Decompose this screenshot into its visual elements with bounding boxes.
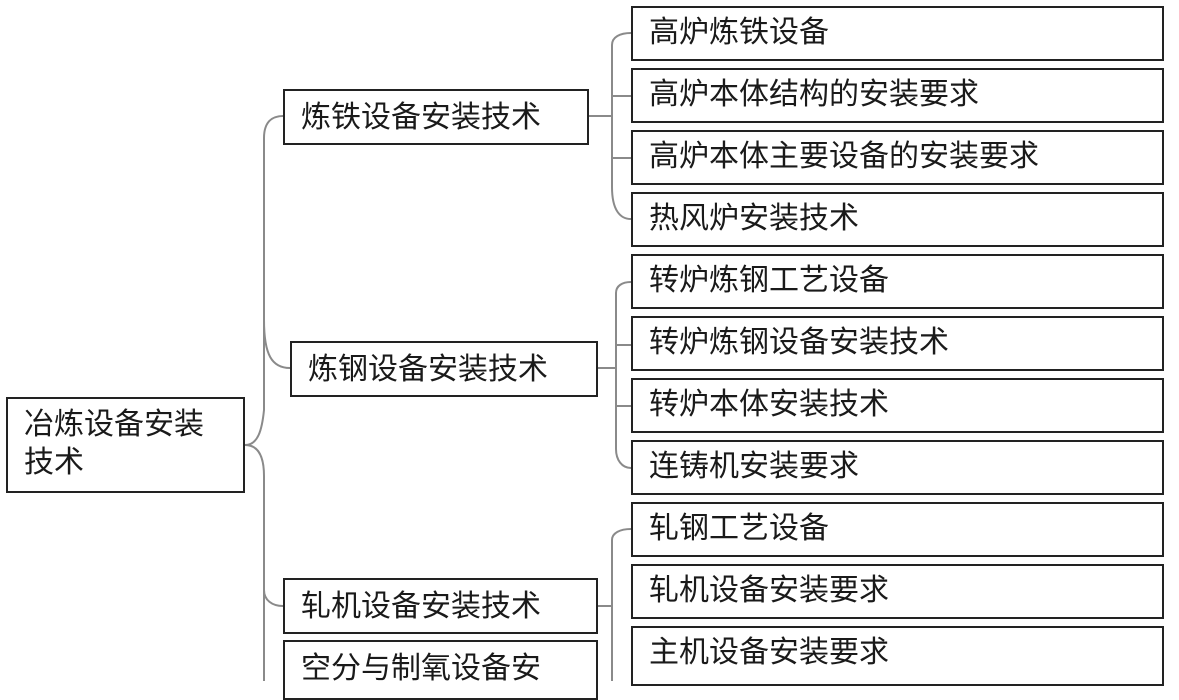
leaf-node: 高炉本体结构的安装要求: [631, 68, 1164, 123]
leaf-node: 主机设备安装要求: [631, 626, 1164, 686]
leaf-node: 高炉炼铁设备: [631, 6, 1164, 61]
leaf-node: 连铸机安装要求: [631, 440, 1164, 495]
branch-node-steelmaking: 炼钢设备安装技术: [290, 341, 598, 397]
leaf-node: 轧钢工艺设备: [631, 502, 1164, 557]
leaf-node: 转炉炼钢设备安装技术: [631, 316, 1164, 371]
connector-lines: [244, 32, 632, 681]
root-node: 冶炼设备安装技术: [6, 397, 245, 493]
leaf-node: 热风炉安装技术: [631, 192, 1164, 247]
branch-node-ironmaking: 炼铁设备安装技术: [283, 89, 589, 145]
leaf-node: 高炉本体主要设备的安装要求: [631, 130, 1164, 185]
leaf-node: 转炉本体安装技术: [631, 378, 1164, 433]
branch-node-rolling-mill: 轧机设备安装技术: [283, 578, 598, 634]
branch-node-air-separation: 空分与制氧设备安: [283, 640, 598, 700]
leaf-node: 轧机设备安装要求: [631, 564, 1164, 619]
leaf-node: 转炉炼钢工艺设备: [631, 254, 1164, 309]
